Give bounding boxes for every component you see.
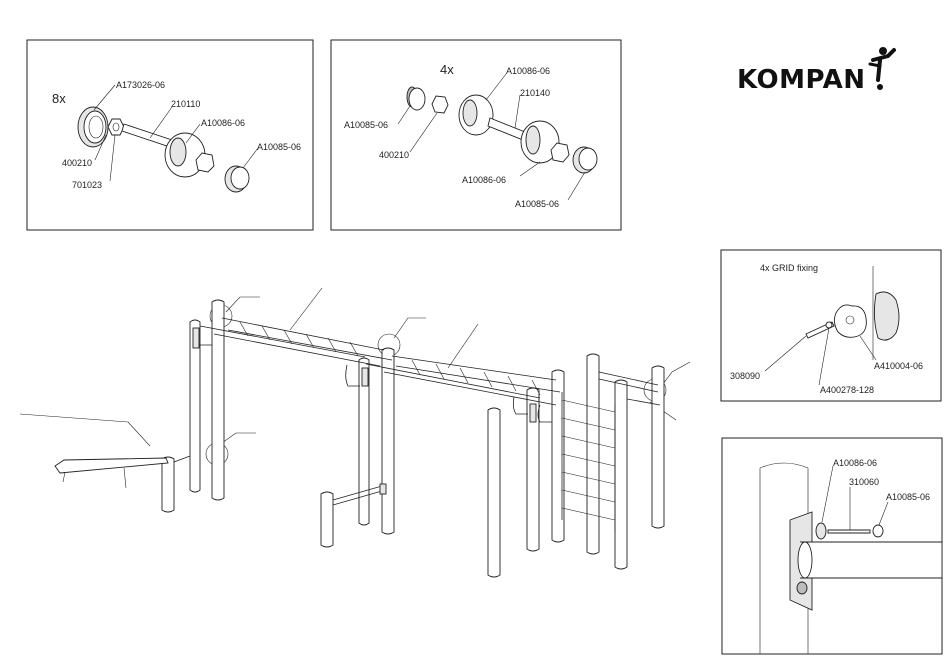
leader-701023 — [110, 135, 115, 181]
bar-end — [798, 542, 812, 578]
end-cap-face — [231, 167, 249, 189]
leader-a10086 — [822, 466, 833, 522]
post — [587, 354, 599, 554]
bench-leg — [63, 472, 65, 482]
bench-leg — [124, 468, 126, 488]
leader-308090 — [765, 336, 806, 371]
post — [652, 366, 664, 528]
logo-figure-icon — [870, 47, 894, 90]
leader-210140 — [515, 95, 520, 128]
part-label: A10086-06 — [833, 458, 877, 468]
posts — [162, 300, 664, 577]
post — [382, 348, 394, 534]
part-label: A173026-06 — [116, 80, 165, 90]
post-bracket — [530, 404, 536, 422]
bolt-rod — [828, 530, 870, 533]
logo-text: KOMPAN — [737, 65, 866, 95]
spacer-left-shade — [463, 100, 477, 126]
rung — [412, 360, 420, 375]
leader-a410004 — [860, 336, 876, 360]
detail-box-bolt-assembly-8x: 8x A173026-06 210110 A10086-06 400210 A1… — [27, 40, 313, 230]
leader-a400278 — [819, 328, 829, 385]
post-bracket — [193, 328, 199, 348]
spacer-right-shade — [526, 126, 540, 154]
callout-line — [226, 297, 260, 312]
part-label: 308090 — [730, 371, 760, 381]
leader-a173026 — [94, 85, 115, 110]
end-cap — [873, 525, 883, 537]
leader-a10086-bottom — [520, 162, 540, 176]
part-label: A10085-06 — [515, 199, 559, 209]
part-label: 701023 — [72, 180, 102, 190]
short-post — [321, 492, 333, 547]
part-label: 310060 — [849, 477, 879, 487]
callout-line — [290, 288, 322, 330]
rail — [214, 334, 380, 366]
part-label: A400278-128 — [820, 385, 874, 395]
part-label: 400210 — [62, 158, 92, 168]
leader-400210 — [410, 113, 437, 152]
bench-board — [55, 458, 168, 473]
rung — [484, 372, 492, 387]
post-bracket — [362, 368, 368, 386]
part-label: 210110 — [171, 99, 200, 109]
callout-line — [448, 324, 478, 368]
quantity-label: 4x — [440, 62, 454, 77]
post — [488, 408, 500, 577]
horizontal-bar — [800, 542, 942, 578]
rung — [436, 364, 444, 379]
flat-plate — [834, 305, 866, 337]
bolt-head-lower — [797, 582, 807, 594]
detail-box-bolt-assembly-4x: 4x A10086-06 210140 A10085-06 400210 A10… — [331, 40, 621, 230]
main-structure — [20, 288, 690, 577]
leader-a10085-left — [398, 106, 410, 124]
detail-frame — [27, 40, 313, 230]
part-label: A10086-06 — [462, 175, 506, 185]
nut — [432, 96, 448, 113]
spacer-shade — [170, 138, 186, 166]
part-label: A10086-06 — [201, 118, 245, 128]
cross-bar — [599, 372, 658, 385]
detail-box-bar-connection: A10086-06 310060 A10085-06 — [722, 438, 942, 654]
quantity-label: 8x — [52, 91, 66, 106]
part-label: A10085-06 — [257, 142, 301, 152]
rung — [460, 368, 468, 383]
hanger — [538, 405, 552, 422]
leader-210110 — [150, 107, 172, 138]
callout-line — [20, 414, 150, 446]
part-label: A10085-06 — [886, 492, 930, 502]
nut — [108, 119, 124, 135]
callout-line — [394, 318, 426, 338]
detail-title: 4x GRID fixing — [760, 263, 818, 273]
leader-a10085-right — [568, 172, 585, 200]
leader-a10086-top — [486, 74, 506, 100]
spacer — [816, 523, 826, 539]
bench-bracket — [174, 456, 190, 462]
detail-box-grid-fixing: 4x GRID fixing A410004-06 308090 A400278… — [721, 250, 941, 401]
part-label: A10085-06 — [344, 120, 388, 130]
washer — [826, 322, 832, 328]
short-post — [162, 457, 174, 512]
part-label: A10086-06 — [506, 66, 550, 76]
part-label: 400210 — [379, 150, 409, 160]
rail — [228, 330, 392, 360]
post-bracket — [380, 484, 386, 494]
hanger — [346, 365, 360, 386]
leader-a10085 — [879, 502, 888, 525]
callout-line — [219, 433, 256, 445]
rod — [122, 124, 172, 147]
kompan-logo: KOMPAN — [737, 47, 894, 95]
part-label: 210140 — [520, 88, 550, 98]
part-label: A410004-06 — [874, 361, 923, 371]
post — [615, 380, 627, 569]
end-cap-left — [409, 88, 425, 110]
end-cap-right-face — [579, 148, 597, 170]
leader-a10085 — [243, 148, 258, 168]
clamp-plate — [874, 292, 899, 340]
rung — [508, 376, 516, 391]
